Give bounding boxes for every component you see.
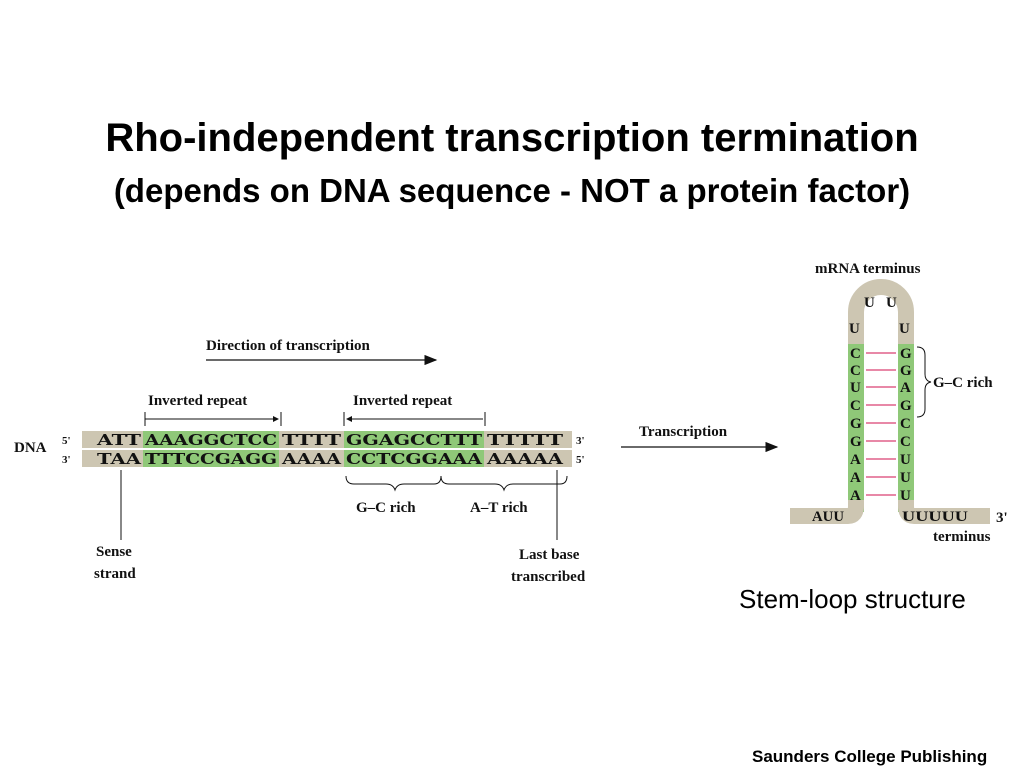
stem-gc-rich-label: G–C rich	[933, 375, 993, 391]
bottom-seq-segment-3: AAAA	[281, 450, 342, 468]
sense-strand-label-line2: strand	[94, 566, 136, 582]
top-3prime: 3'	[576, 435, 585, 447]
right-tail-sequence: UUUUU	[902, 509, 968, 525]
loop-base-top-right: U	[886, 295, 897, 311]
top-seq-segment-4: GGAGCCTTT	[346, 431, 483, 449]
terminus-label: terminus	[933, 529, 991, 545]
left-stem-base-9: A	[850, 488, 861, 504]
slide-title: Rho-independent transcription terminatio…	[105, 116, 919, 160]
inverted-repeat-1-highlight-bottom	[143, 450, 279, 467]
inverted-repeat-2-label: Inverted repeat	[353, 393, 452, 409]
bottom-seq-segment-5: AAAAA	[486, 450, 564, 468]
last-base-label-line2: transcribed	[511, 569, 586, 585]
at-rich-label: A–T rich	[470, 500, 528, 516]
left-tail-sequence: AUU	[812, 509, 844, 525]
left-stem-base-3: U	[850, 380, 861, 396]
right-stem-base-7: U	[900, 452, 911, 468]
loop-base-top-left: U	[864, 295, 875, 311]
left-tail-backbone	[790, 500, 864, 524]
transcription-label: Transcription	[639, 424, 728, 440]
loop-base-side-left: U	[849, 321, 860, 337]
right-stem-base-5: C	[900, 416, 911, 432]
bottom-seq-segment-4: CCTCGGAAA	[346, 450, 482, 468]
right-stem-base-6: C	[900, 434, 911, 450]
right-tail-backbone	[898, 500, 990, 524]
slide-subtitle: (depends on DNA sequence - NOT a protein…	[113, 172, 911, 209]
left-stem-base-6: G	[850, 434, 862, 450]
bottom-5prime: 5'	[576, 454, 585, 466]
stem-gc-rich-bracket	[916, 346, 932, 418]
right-stem-base-2: G	[900, 363, 912, 379]
right-stem-base-8: U	[900, 470, 911, 486]
publisher-credit: Saunders College Publishing	[752, 747, 988, 766]
top-seq-segment-3: TTTT	[282, 431, 342, 449]
top-5prime: 5'	[62, 435, 71, 447]
stem-loop-caption: Stem-loop structure	[739, 584, 966, 614]
right-stem-base-1: G	[900, 346, 912, 362]
top-seq-segment-2: AAAGGCTCC	[144, 431, 277, 449]
inverted-repeat-2-highlight-top	[344, 431, 484, 448]
left-stem-backbone	[848, 344, 864, 512]
bottom-3prime: 3'	[62, 454, 71, 466]
gc-rich-label: G–C rich	[356, 500, 416, 516]
top-seq-segment-5: TTTTT	[487, 431, 564, 449]
at-rich-brace	[440, 475, 568, 492]
left-stem-base-7: A	[850, 452, 861, 468]
left-stem-base-5: G	[850, 416, 862, 432]
loop-base-side-right: U	[899, 321, 910, 337]
dna-label: DNA	[14, 440, 47, 456]
base-pair-lines	[866, 352, 896, 496]
top-seq-segment-1: ATT	[96, 431, 142, 449]
right-stem-base-9: U	[900, 488, 911, 504]
dna-duplex: DNA 5' 3' 3' 5' ATT AAAGGCTCC TTTT GGAGC…	[14, 431, 585, 468]
direction-label: Direction of transcription	[206, 338, 371, 354]
right-stem-base-4: G	[900, 398, 912, 414]
loop-backbone	[848, 279, 914, 346]
sense-strand-label-line1: Sense	[96, 544, 132, 560]
right-stem-base-3: A	[900, 380, 911, 396]
right-stem-backbone	[898, 344, 914, 512]
left-stem-base-1: C	[850, 346, 861, 362]
left-stem-base-2: C	[850, 363, 861, 379]
stem-loop: mRNA terminus U U U U C C U C G G	[790, 261, 1008, 545]
inverted-repeat-1-highlight-top	[143, 431, 279, 448]
left-stem-base-4: C	[850, 398, 861, 414]
inverted-repeat-1-label: Inverted repeat	[148, 393, 247, 409]
bottom-seq-segment-1: TAA	[97, 450, 141, 468]
left-stem-base-8: A	[850, 470, 861, 486]
three-prime-label: 3'	[996, 510, 1008, 526]
last-base-label-line1: Last base	[519, 547, 580, 563]
gc-rich-brace	[345, 475, 442, 492]
inverted-repeat-2-highlight-bottom	[344, 450, 484, 467]
bottom-seq-segment-2: TTTCCGAGG	[145, 450, 277, 468]
mrna-terminus-label: mRNA terminus	[815, 261, 921, 277]
